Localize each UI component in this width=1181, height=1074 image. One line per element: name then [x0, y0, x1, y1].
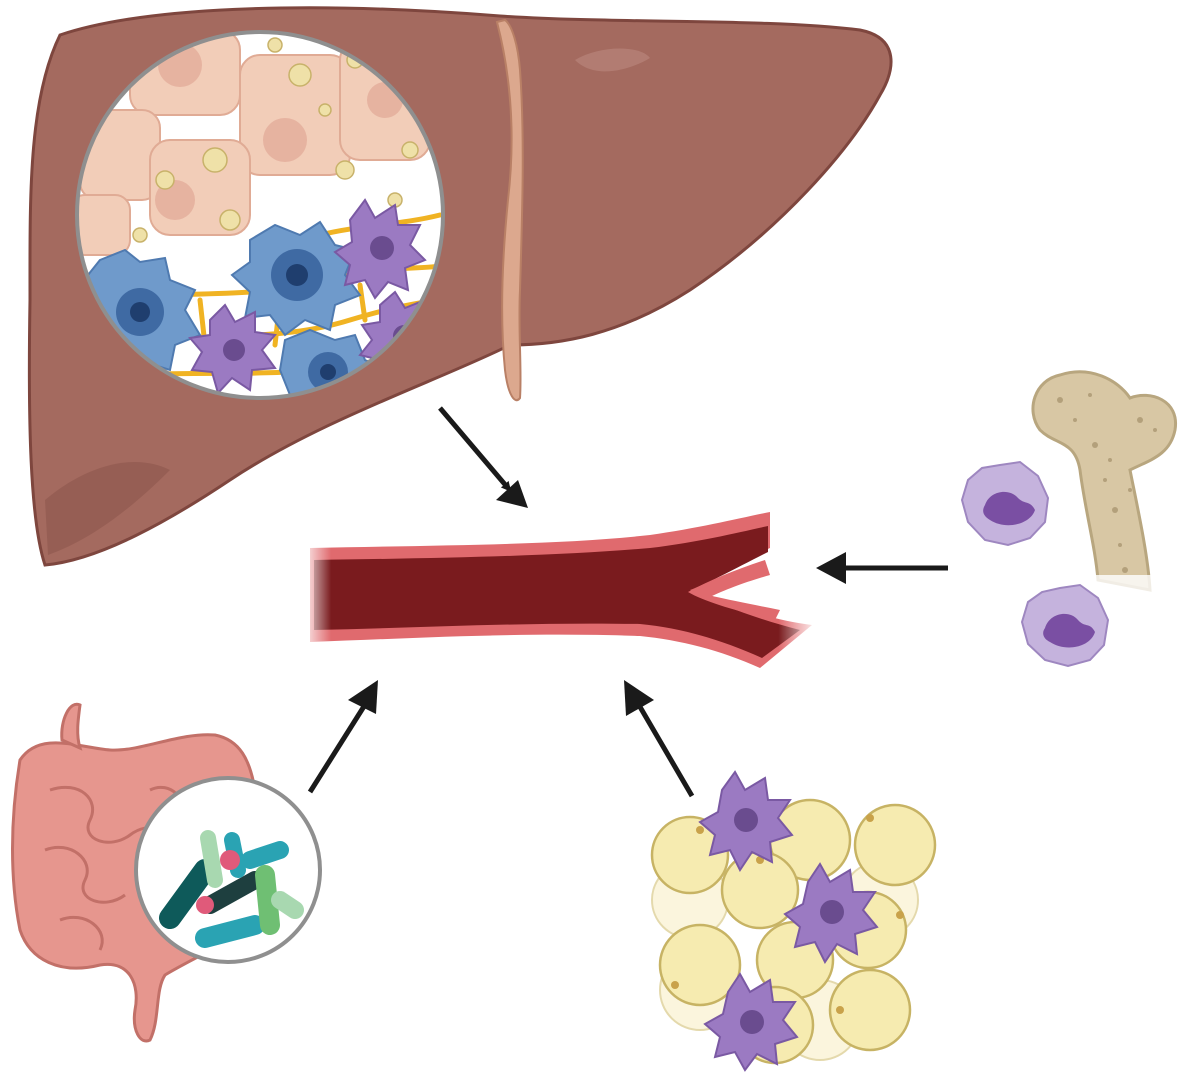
adipocyte-cluster-icon [650, 798, 937, 1065]
monocyte-cell-icon [960, 460, 1110, 668]
arrow-gut-to-vessel [307, 695, 371, 794]
liver-right-highlight [575, 48, 650, 72]
bacteria [159, 830, 304, 948]
blood-vessel-icon [300, 500, 820, 680]
gut-bacteria-magnifier [134, 776, 322, 964]
arrows [307, 406, 948, 798]
falciform-ligament [495, 18, 524, 402]
femur-bone-icon [1031, 370, 1177, 600]
liver-left-shade [45, 461, 170, 555]
arrow-adipose-to-vessel [633, 695, 695, 798]
arrow-liver-to-vessel [438, 406, 512, 492]
